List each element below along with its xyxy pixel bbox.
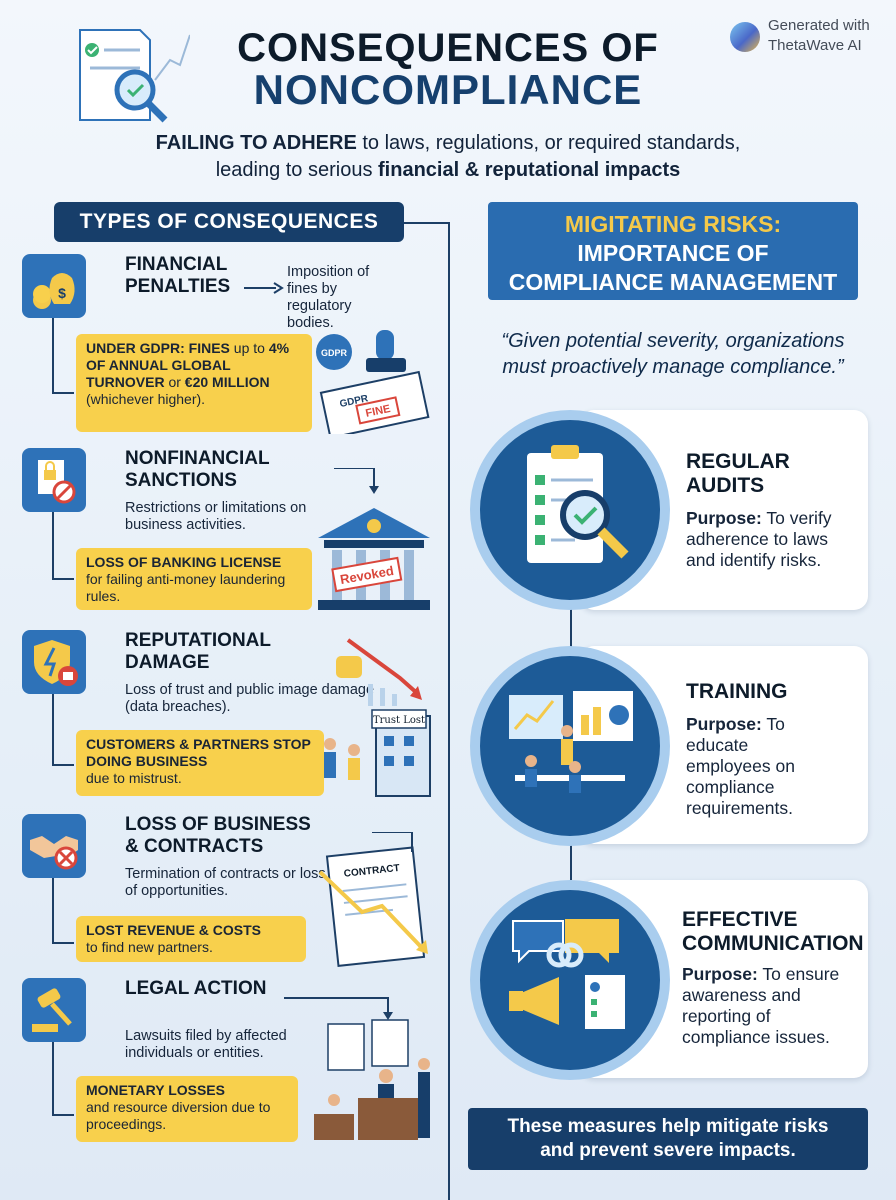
document-magnifier-icon — [79, 29, 190, 123]
mitigating-risks-tab: MIGITATING RISKS: IMPORTANCE OF COMPLIAN… — [488, 202, 858, 300]
thetawave-logo-icon — [730, 22, 760, 52]
tab-connector — [396, 222, 450, 224]
column-divider — [448, 222, 450, 1200]
title-line-1: CONSEQUENCES OF — [237, 26, 659, 70]
types-tab: TYPES OF CONSEQUENCES — [54, 202, 404, 242]
audit-circle — [470, 410, 670, 610]
arrow-icon — [244, 282, 284, 294]
training-icon — [509, 691, 633, 793]
subtitle-bold-1: FAILING TO ADHERE — [155, 132, 357, 154]
footer-banner: These measures help mitigate risks and p… — [468, 1108, 868, 1170]
money-bag-icon: $ — [22, 254, 86, 318]
title-line-2: NONCOMPLIANCE — [253, 66, 643, 113]
shield-thumbs-down-icon — [22, 630, 86, 694]
subtitle-text-2: leading to serious — [215, 159, 379, 181]
subtitle-text-1: to laws, regulations, or required standa… — [356, 132, 741, 154]
reputational-desc: Loss of trust and public image damage (d… — [125, 682, 375, 715]
section-legal-action: LEGAL ACTION Lawsuits filed by affected … — [22, 978, 442, 1148]
audit-clipboard-icon — [527, 445, 629, 563]
handshake-icon — [22, 814, 86, 878]
loss-business-title: LOSS OF BUSINESS& CONTRACTS — [125, 814, 311, 857]
contract-illustration: CONTRACT — [318, 832, 428, 967]
legal-arrow-icon — [284, 997, 393, 1020]
subtitle: FAILING TO ADHERE to laws, regulations, … — [60, 130, 836, 184]
trust-lost-illustration: Trust Lost — [324, 638, 431, 797]
courtroom-illustration — [314, 1019, 430, 1140]
quote: “Given potential severity, organizations… — [501, 330, 845, 378]
customers-stop-box: CUSTOMERS & PARTNERS STOP DOING BUSINESS… — [76, 730, 324, 796]
training-title: TRAINING — [686, 680, 788, 703]
gdpr-fine-box: UNDER GDPR: FINES up to 4% OF ANNUAL GLO… — [76, 334, 312, 432]
subtitle-bold-2: financial & reputational impacts — [378, 159, 681, 181]
financial-desc: Imposition of fines by regulatory bodies… — [287, 264, 370, 331]
section-loss-of-business: LOSS OF BUSINESS& CONTRACTS Termination … — [22, 814, 442, 967]
communication-desc: Purpose: To ensure awareness and reporti… — [682, 964, 840, 1047]
tab-yellow-line: MIGITATING RISKS: — [564, 211, 782, 237]
loss-business-desc: Termination of contracts or loss of oppo… — [125, 866, 326, 899]
tab-line-3: COMPLIANCE MANAGEMENT — [508, 269, 838, 295]
svg-text:FINE: FINE — [365, 403, 392, 420]
gavel-icon — [22, 978, 86, 1042]
legal-desc: Lawsuits filed by affected individuals o… — [125, 1028, 287, 1061]
generated-line-1: Generated with — [768, 17, 870, 34]
revoked-bank-illustration: Revoked — [318, 468, 430, 610]
megaphone-icon — [509, 919, 625, 1029]
legal-title: LEGAL ACTION — [125, 978, 267, 999]
footer-line-1: These measures help mitigate risks — [507, 1116, 829, 1137]
audits-desc: Purpose: To verify adherence to laws and… — [686, 508, 832, 570]
locked-document-icon — [22, 448, 86, 512]
svg-text:GDPR: GDPR — [321, 348, 348, 358]
svg-text:Trust Lost: Trust Lost — [373, 715, 425, 726]
training-desc: Purpose: To educate employees on complia… — [686, 714, 795, 818]
svg-text:$: $ — [58, 285, 66, 301]
footer-line-2: and prevent severe impacts. — [540, 1140, 796, 1161]
tab-line-2: IMPORTANCE OF — [577, 240, 769, 266]
communication-circle — [470, 880, 670, 1080]
nonfinancial-desc: Restrictions or limitations on business … — [125, 500, 307, 533]
generated-line-2: ThetaWave AI — [768, 37, 862, 54]
training-circle — [470, 646, 670, 846]
